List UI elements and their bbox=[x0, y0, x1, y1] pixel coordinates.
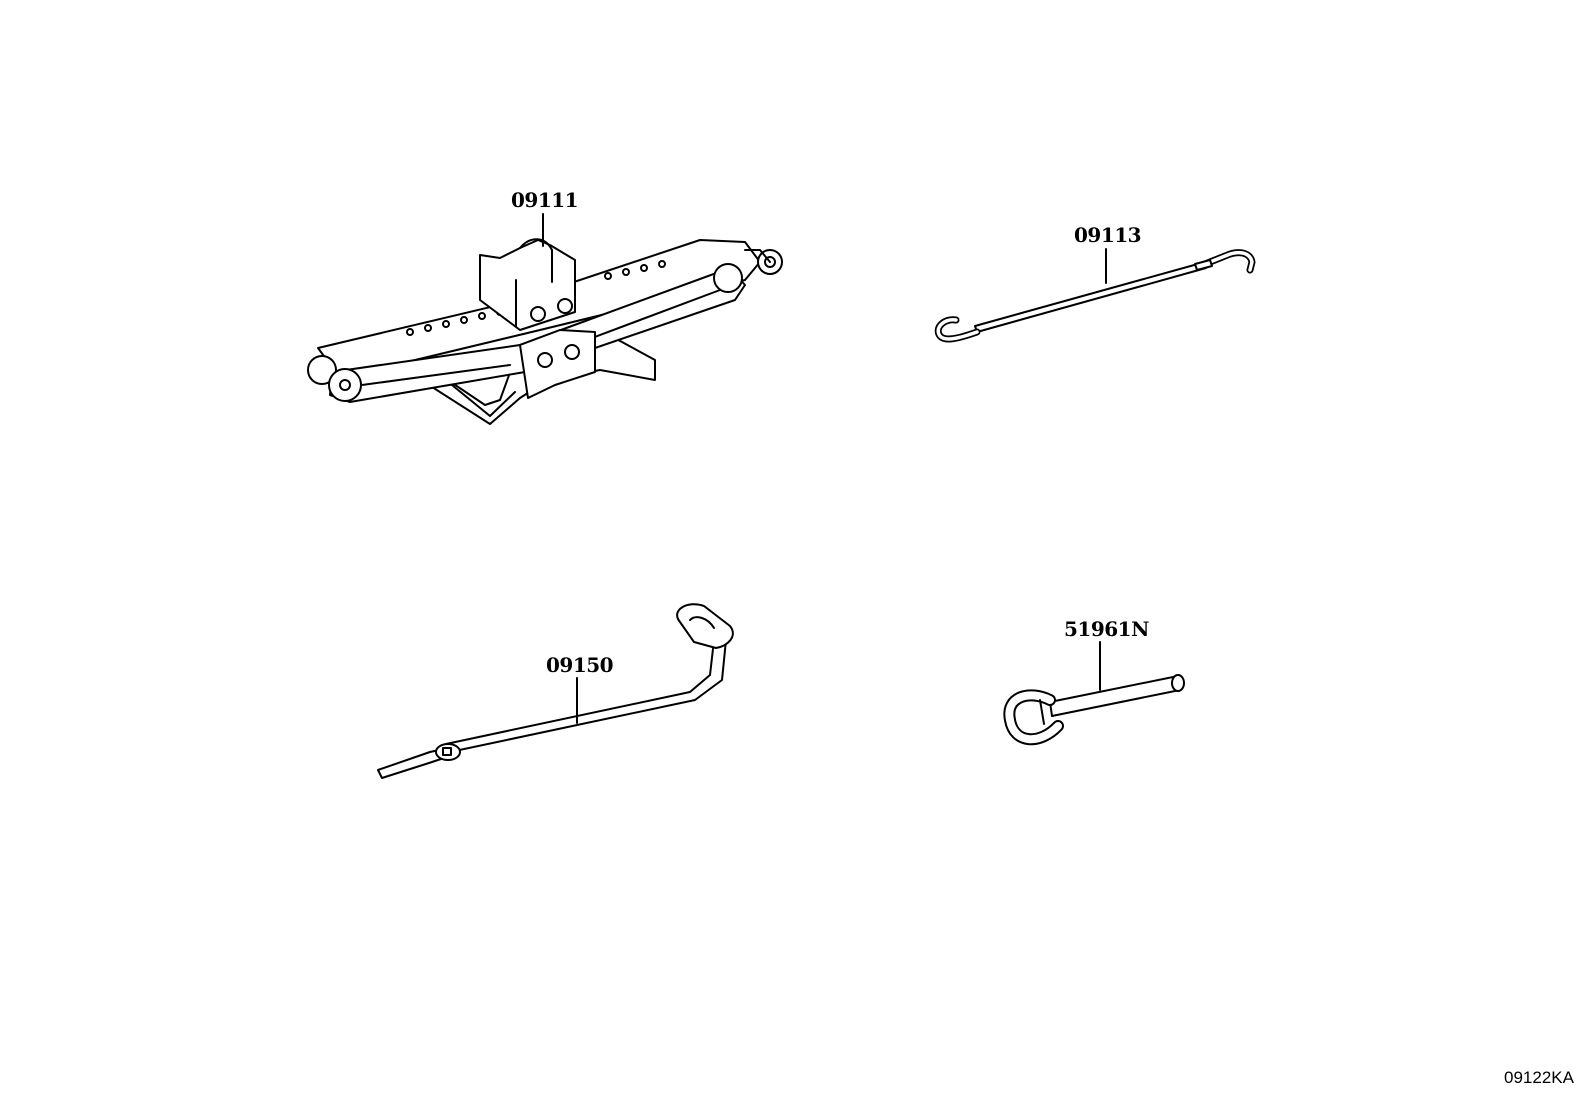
jack-handle-rod bbox=[975, 262, 1206, 332]
jack-handle-illustration bbox=[938, 253, 1252, 339]
illustration-code: 09122KA bbox=[1504, 1068, 1574, 1087]
jack-illustration bbox=[308, 239, 782, 424]
part-label-09150[interactable]: 09150 bbox=[546, 653, 614, 677]
tow-hook-illustration bbox=[1009, 675, 1184, 739]
jack-lower-block bbox=[520, 330, 595, 398]
part-label-09113[interactable]: 09113 bbox=[1074, 223, 1142, 247]
part-label-51961N[interactable]: 51961N bbox=[1064, 617, 1149, 641]
lug-wrench-socket bbox=[677, 604, 733, 648]
tow-hook-shaft bbox=[1050, 676, 1180, 716]
part-label-09111[interactable]: 09111 bbox=[511, 188, 579, 212]
lug-wrench-illustration bbox=[378, 604, 733, 778]
